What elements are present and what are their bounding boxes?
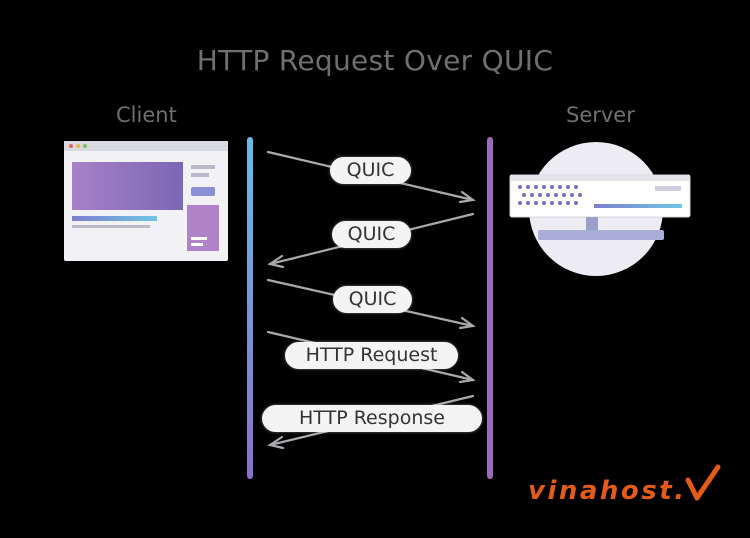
message-label-quic-3: QUIC: [333, 286, 412, 313]
logo-check-icon: [685, 464, 721, 501]
server-icon: [509, 142, 691, 276]
message-label-quic-1: QUIC: [330, 157, 411, 184]
client-browser-icon: [64, 141, 228, 261]
message-label-http-response: HTTP Response: [262, 405, 482, 432]
message-label-quic-2: QUIC: [332, 221, 411, 248]
server-lifeline: [487, 137, 493, 479]
server-label: Server: [566, 103, 635, 127]
message-label-http-request: HTTP Request: [285, 342, 458, 369]
client-label: Client: [116, 103, 177, 127]
diagram-title: HTTP Request Over QUIC: [196, 44, 554, 77]
vinahost-logo: vinahost.: [528, 476, 687, 506]
client-lifeline: [247, 137, 253, 479]
